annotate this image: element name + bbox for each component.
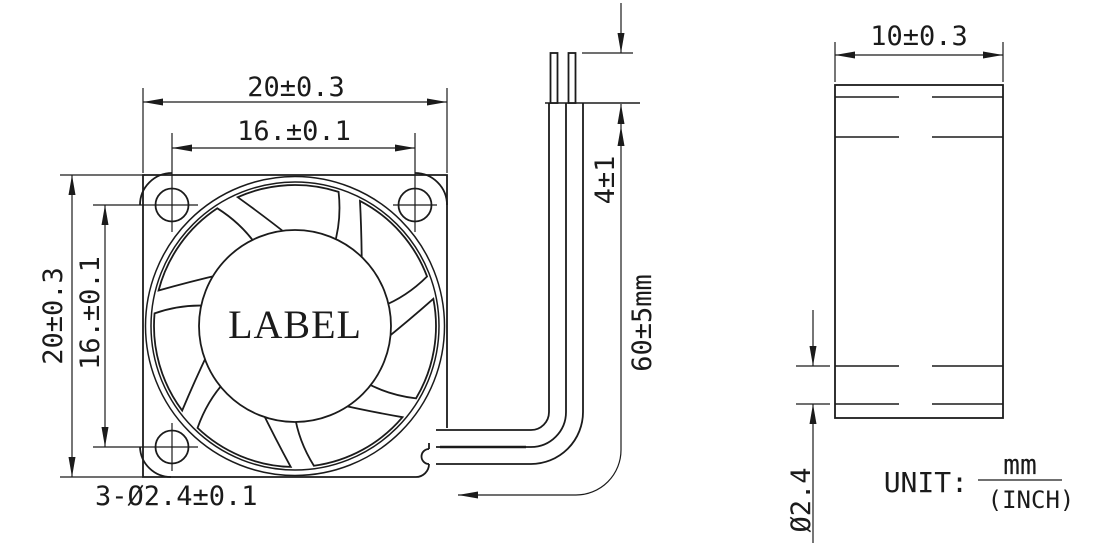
units-note: UNIT: mm (INCH): [884, 448, 1075, 514]
units-note-prefix: UNIT:: [884, 466, 968, 499]
dim-hole-pitch-horizontal-text: 16.±0.1: [237, 116, 351, 147]
fan-hub: [198, 229, 392, 423]
dim-wire-strip-length-text: 4±1: [590, 156, 621, 205]
wire-cable-outer-edge: [436, 103, 584, 465]
units-note-numerator: mm: [1003, 448, 1037, 481]
dim-wire-length: 60±5mm: [458, 104, 658, 499]
dim-side-hole-diameter: Ø2.4: [786, 310, 830, 543]
side-view-body: [834, 84, 1004, 419]
venturi-ring-inner: [150, 181, 440, 471]
corner-arc-bottom-left: [139, 446, 172, 478]
dim-side-depth: 10±0.3: [834, 21, 1004, 82]
lead-wires: [436, 52, 640, 465]
dim-wire-strip-length: 4±1: [582, 3, 633, 204]
dim-hole-pitch-horizontal: 16.±0.1: [171, 116, 416, 232]
dim-mounting-holes-text: 3-Ø2.4±0.1: [95, 481, 258, 512]
hub-label: LABEL: [228, 302, 362, 347]
units-note-denominator: (INCH): [988, 486, 1075, 514]
wire-cable-inner-edge: [436, 103, 550, 431]
dim-front-width: 20±0.3: [142, 72, 448, 173]
dim-hole-pitch-vertical-text: 16.±0.1: [75, 256, 106, 370]
corner-arc-top-left: [139, 172, 173, 206]
corner-arc-top-right: [414, 172, 448, 206]
dim-side-hole-diameter-text: Ø2.4: [786, 467, 817, 532]
dimensions: 20±0.3 16.±0.1 20±0.3 16.±0.1 3-Ø2.4±0.1: [38, 3, 1074, 543]
bare-wire-tip-right: [567, 52, 577, 104]
dim-front-height: 20±0.3: [38, 174, 145, 478]
venturi-ring-outer: [144, 175, 446, 477]
fan-side-view: [834, 84, 1004, 419]
dim-front-height-text: 20±0.3: [38, 267, 69, 365]
fan-front-view: LABEL: [139, 172, 448, 479]
wire-cable-middle-line: [436, 103, 567, 448]
dim-wire-length-text: 60±5mm: [627, 274, 658, 372]
bare-wire-tip-left: [549, 52, 559, 104]
wire-exit-boss: [415, 443, 430, 478]
side-view-hole-lines: [835, 96, 1003, 405]
dim-hole-pitch-vertical: 16.±0.1: [75, 204, 198, 448]
dim-side-depth-text: 10±0.3: [870, 21, 968, 52]
dim-front-width-text: 20±0.3: [247, 72, 345, 103]
wire-cable-fill: [436, 103, 583, 464]
